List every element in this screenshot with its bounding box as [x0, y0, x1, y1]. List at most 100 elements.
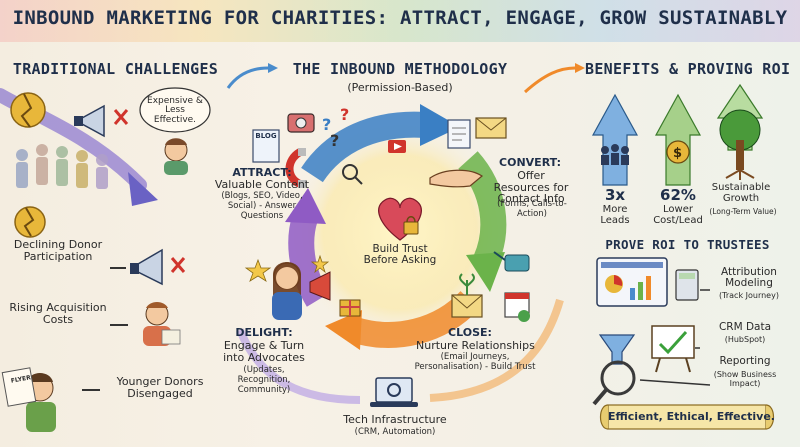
- dashboard-icon: [596, 257, 668, 307]
- watering-can-icon: [493, 251, 530, 272]
- people-icon: [143, 302, 181, 346]
- x-mark-icon: [113, 109, 129, 125]
- megaphone-icon-2: [130, 248, 163, 286]
- arrow-up-icon-2: [654, 93, 702, 186]
- stat2-value: 62%: [660, 186, 696, 204]
- crowd-small-icon: [601, 144, 629, 165]
- svg-text:$: $: [673, 146, 682, 161]
- crm-detail: (HubSpot): [724, 335, 766, 344]
- laptop-gear-icon: [370, 377, 418, 407]
- crowd-icon: [16, 144, 108, 189]
- close-body: Nurture Relationships: [416, 339, 535, 352]
- rising-label: Rising Acquisition Costs: [9, 301, 107, 326]
- delight-detail: (Updates, Recognition, Community): [237, 365, 291, 395]
- bubble-text: Expensive & Less Effective.: [147, 96, 203, 125]
- document-icon: [252, 129, 280, 163]
- camera-icon: [287, 113, 315, 133]
- link-arrowhead-right: [575, 63, 585, 73]
- magnifier-icon-2: [592, 360, 636, 406]
- tree-icon: [719, 109, 761, 180]
- sweep-arrow-left: [236, 328, 361, 404]
- attract-title: ATTRACT:: [232, 166, 292, 179]
- heart-lock-icon: [378, 197, 422, 241]
- pointer-lines-roi: [639, 289, 711, 386]
- worried-person-icon: [164, 138, 188, 175]
- declining-label: Declining Donor Participation: [13, 238, 103, 263]
- delight-body: Engage & Turn into Advocates: [223, 339, 305, 364]
- convert-detail: (Forms, Calls-to-Action): [497, 199, 567, 219]
- link-arrowhead-left: [268, 63, 278, 73]
- convert-body: Offer Resources for Contact Info: [493, 169, 569, 206]
- close-title: CLOSE:: [448, 326, 492, 339]
- cycle-arrowhead-delight: [285, 188, 326, 224]
- cycle-arrow-attract: [301, 111, 426, 183]
- cycle-arrowhead-attract: [420, 104, 460, 146]
- cycle-arrowhead-close: [325, 310, 362, 350]
- megaphone-icon-3: [309, 271, 331, 301]
- video-play-icon: [388, 140, 406, 153]
- broken-coin-icon: [10, 92, 46, 128]
- link-arrow-left: [226, 66, 269, 89]
- tech-title: Tech Infrastructure: [343, 413, 447, 426]
- question-mark-icon: ???: [322, 105, 349, 150]
- attribution-label: Attribution Modeling: [721, 266, 777, 290]
- attract-detail: (Blogs, SEO, Video, Social) - Answer Que…: [221, 191, 303, 221]
- title-band: [0, 0, 800, 42]
- star-icon: [244, 258, 272, 282]
- broken-coin-icon-2: [14, 206, 46, 238]
- scroll-banner-icon: [599, 404, 775, 430]
- blog-label: BLOG: [255, 132, 277, 140]
- magnifier-icon: [342, 164, 363, 185]
- funnel-icon: [598, 334, 636, 365]
- center-subheading: (Permission-Based): [347, 81, 453, 94]
- right-heading: BENEFITS & PROVING ROI: [585, 60, 791, 78]
- stat3-detail: (Long-Term Value): [709, 207, 777, 216]
- attribution-detail: (Track Journey): [719, 291, 779, 300]
- cycle-arrowhead-convert: [466, 252, 505, 292]
- star-icon-2: [310, 254, 330, 274]
- convert-title: CONVERT:: [499, 156, 561, 169]
- stat2-label: Lower Cost/Lead: [653, 204, 703, 226]
- document-icon-2: [447, 119, 471, 149]
- younger-label: Younger Donors Disengaged: [116, 375, 204, 400]
- hub-text: Build Trust Before Asking: [363, 243, 437, 267]
- reporting-detail: (Show Business Impact): [713, 370, 777, 389]
- hand-icon: [429, 169, 484, 188]
- banner-text: Efficient, Ethical, Effective.: [608, 410, 775, 423]
- close-detail: (Email Journeys, Personalisation) - Buil…: [414, 352, 536, 372]
- link-arrow-right: [523, 66, 576, 94]
- megaphone-icon: [74, 104, 105, 138]
- crm-label: CRM Data: [718, 321, 772, 333]
- svg-text:?: ?: [330, 131, 339, 150]
- svg-text:?: ?: [322, 115, 331, 134]
- stat1-label: More Leads: [600, 204, 630, 226]
- stat1-value: 3x: [604, 186, 626, 204]
- delight-person-icon: [272, 262, 302, 320]
- calendar-icon: [504, 292, 530, 322]
- attract-body: Valuable Content: [214, 178, 310, 191]
- reporting-label: Reporting: [719, 355, 771, 367]
- arrow-up-icon-1: [591, 93, 639, 186]
- svg-text:?: ?: [340, 105, 349, 124]
- calculator-icon: [675, 269, 699, 301]
- delight-title: DELIGHT:: [235, 326, 293, 339]
- younger-donor-icon: [1, 367, 56, 432]
- chart-board-icon: [651, 325, 695, 373]
- page-title: INBOUND MARKETING FOR CHARITIES: ATTRACT…: [12, 7, 788, 29]
- roi-heading: PROVE ROI TO TRUSTEES: [605, 237, 770, 252]
- tech-detail: (CRM, Automation): [354, 427, 436, 437]
- x-mark-icon-2: [170, 257, 186, 273]
- magnet-icon: [285, 148, 306, 188]
- left-heading: TRADITIONAL CHALLENGES: [12, 60, 219, 78]
- envelope-plant-icon: [451, 273, 483, 318]
- envelope-icon: [475, 117, 507, 139]
- coin-dollar-icon: $: [666, 140, 690, 164]
- cycle-arrow-convert: [457, 151, 507, 268]
- sweep-arrow-right: [429, 298, 564, 402]
- speech-bubble: [139, 87, 211, 133]
- gift-icon: [339, 299, 361, 317]
- center-heading: THE INBOUND METHODOLOGY: [292, 60, 508, 78]
- stat3-label: Sustainable Growth: [711, 182, 771, 204]
